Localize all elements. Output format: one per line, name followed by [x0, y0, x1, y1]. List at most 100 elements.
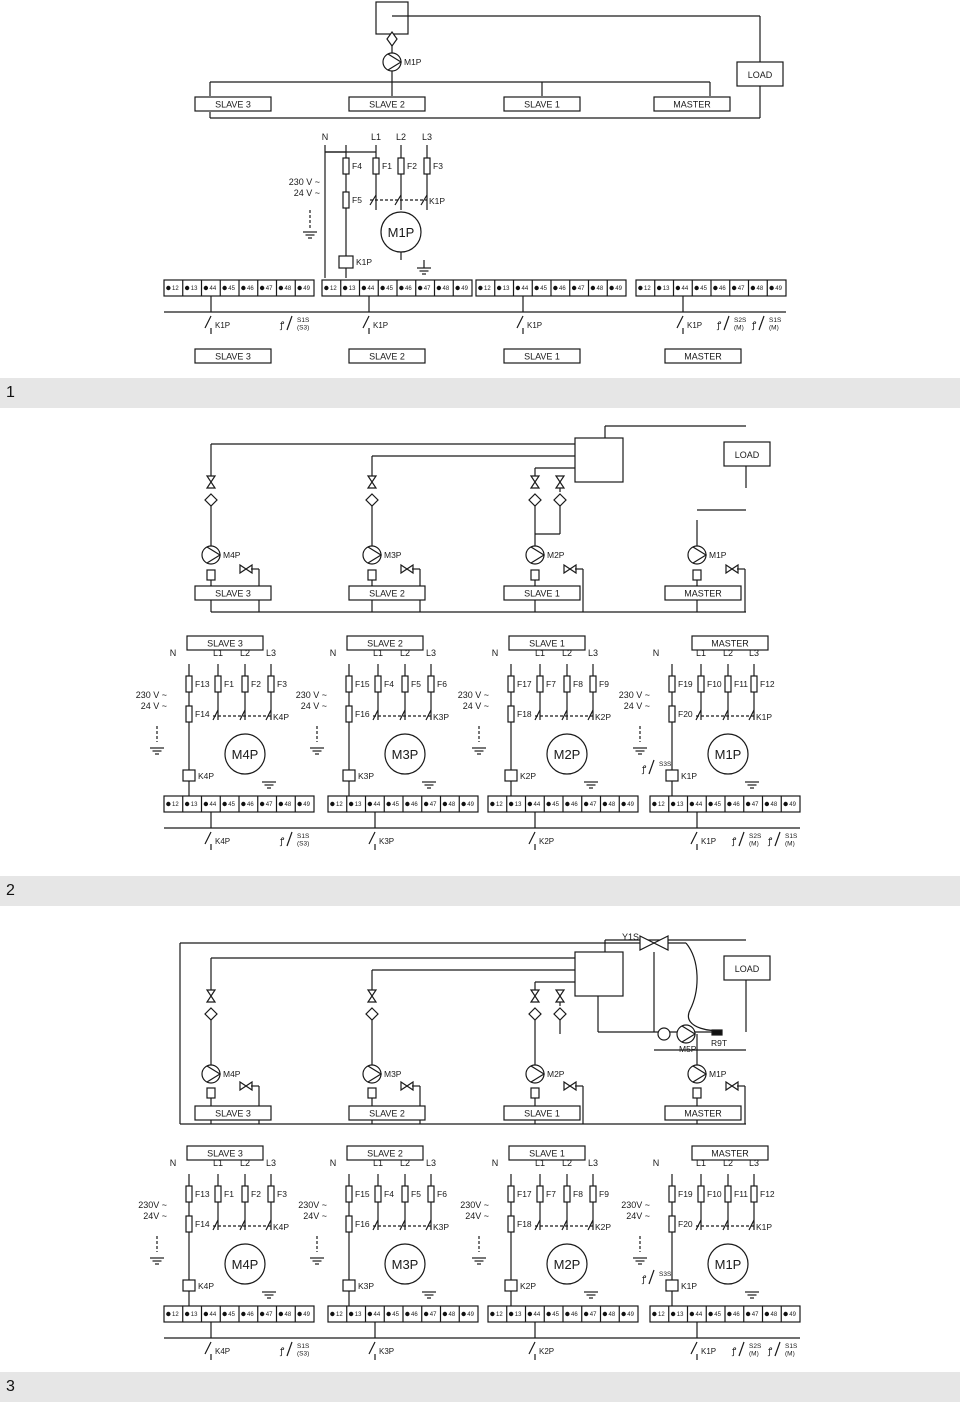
fuse	[563, 675, 571, 693]
fuse-label: F11	[734, 1189, 748, 1199]
fuse	[267, 1185, 275, 1203]
terminal-dot	[478, 285, 483, 291]
check-valve	[692, 569, 702, 581]
motor	[707, 733, 749, 775]
fuse-label: F2	[407, 161, 417, 171]
terminal-dot	[241, 1311, 246, 1317]
terminal-number: 12	[496, 1312, 503, 1318]
terminal-number: 45	[714, 1312, 721, 1318]
unit-label-box	[186, 635, 264, 651]
terminal-number: 45	[386, 286, 393, 292]
terminal-dot	[565, 1311, 570, 1317]
contact-symbol	[561, 709, 568, 721]
unit-label-box	[194, 348, 272, 364]
fuse	[345, 1185, 353, 1203]
fuse	[397, 157, 405, 175]
terminal-dot	[342, 285, 348, 291]
fuse	[214, 1185, 222, 1203]
terminal-dot	[399, 285, 404, 291]
terminal-number: 13	[191, 1312, 198, 1318]
terminal-number: 47	[430, 802, 437, 808]
fuse-label: F18	[517, 1219, 532, 1229]
terminal-number: 47	[752, 802, 759, 808]
sensor-symbol	[758, 315, 765, 331]
valve-icon	[366, 989, 378, 1003]
controller-box	[574, 437, 624, 483]
terminal-number: 13	[663, 286, 670, 292]
contactor-label: K3P	[433, 712, 449, 722]
contact-symbol	[212, 709, 219, 721]
contact-symbol	[265, 709, 272, 721]
unit-label-box	[503, 348, 581, 364]
sensor-mark: ꝭ	[716, 320, 722, 331]
valve-icon	[554, 475, 566, 489]
terminal-number: 48	[771, 802, 778, 808]
contactor-label: K4P	[273, 1222, 289, 1232]
voltage-label: 24V ~	[626, 1211, 650, 1221]
terminal-number: 45	[552, 802, 559, 808]
terminal-number: 13	[191, 802, 198, 808]
terminal-dot	[184, 1311, 190, 1317]
terminal-number: 49	[789, 1312, 796, 1318]
unit-label: MASTER	[684, 352, 722, 362]
check-valve	[692, 1087, 702, 1099]
motor-label: M4P	[232, 1257, 259, 1272]
terminal-dot	[689, 1311, 695, 1317]
terminal-number: 49	[461, 286, 468, 292]
terminal-dot	[727, 801, 732, 807]
terminal-dot	[423, 1311, 429, 1317]
sensor-mark: ꝭ	[279, 320, 285, 331]
terminal-dot	[534, 285, 539, 291]
unit-label-box	[194, 585, 272, 601]
fuse-label: F12	[760, 679, 775, 689]
voltage-label: 24V ~	[143, 1211, 167, 1221]
contact-label: K1P	[701, 1347, 716, 1356]
pump-icon	[525, 545, 545, 565]
unit-label: SLAVE 3	[215, 352, 251, 362]
unit-label: MASTER	[684, 589, 722, 599]
pump-icon	[687, 545, 707, 565]
fuse	[507, 1185, 515, 1203]
unit-label-box	[348, 96, 426, 112]
terminal-number: 44	[534, 1312, 541, 1318]
valve-icon	[529, 475, 541, 489]
coil-label: K3P	[358, 1281, 374, 1291]
terminal-dot	[241, 285, 246, 291]
motor	[546, 1243, 588, 1285]
terminal-dot	[166, 801, 171, 807]
fuse-label: F10	[707, 1189, 722, 1199]
filter-icon	[204, 1007, 218, 1021]
terminal-number: 44	[210, 1312, 217, 1318]
terminal-number: 47	[578, 286, 585, 292]
sensor-mark: ꝭ	[279, 1346, 285, 1357]
contactor-label: K2P	[595, 712, 611, 722]
fuse-label: F4	[384, 679, 394, 689]
contact-symbol	[212, 1219, 219, 1231]
terminal-number: 46	[411, 1312, 418, 1318]
unit-label: SLAVE 3	[207, 1149, 243, 1159]
contact-symbol	[534, 1219, 541, 1231]
terminal-number: 13	[191, 286, 198, 292]
contact-symbol	[587, 1219, 594, 1231]
fuse	[214, 675, 222, 693]
valve-icon	[239, 1080, 253, 1092]
coil-box	[665, 769, 679, 782]
contact-label: K4P	[215, 1347, 230, 1356]
contact-symbol	[561, 1219, 568, 1231]
pump-label: M3P	[384, 1069, 402, 1079]
sensor-label: S1S(M)	[769, 317, 782, 332]
valve-icon	[725, 563, 739, 575]
terminal-number: 47	[266, 802, 273, 808]
terminal-dot	[184, 285, 190, 291]
terminal-dot	[731, 285, 737, 291]
unit-label-box	[194, 1105, 272, 1121]
sensor-symbol	[286, 315, 293, 331]
valve-icon	[205, 989, 217, 1003]
fuse-label: F19	[678, 679, 693, 689]
terminal-dot	[324, 285, 329, 291]
terminal-number: 44	[682, 286, 689, 292]
contact-symbol	[695, 709, 702, 721]
terminal-dot	[670, 1311, 676, 1317]
terminal-number: 12	[644, 286, 651, 292]
